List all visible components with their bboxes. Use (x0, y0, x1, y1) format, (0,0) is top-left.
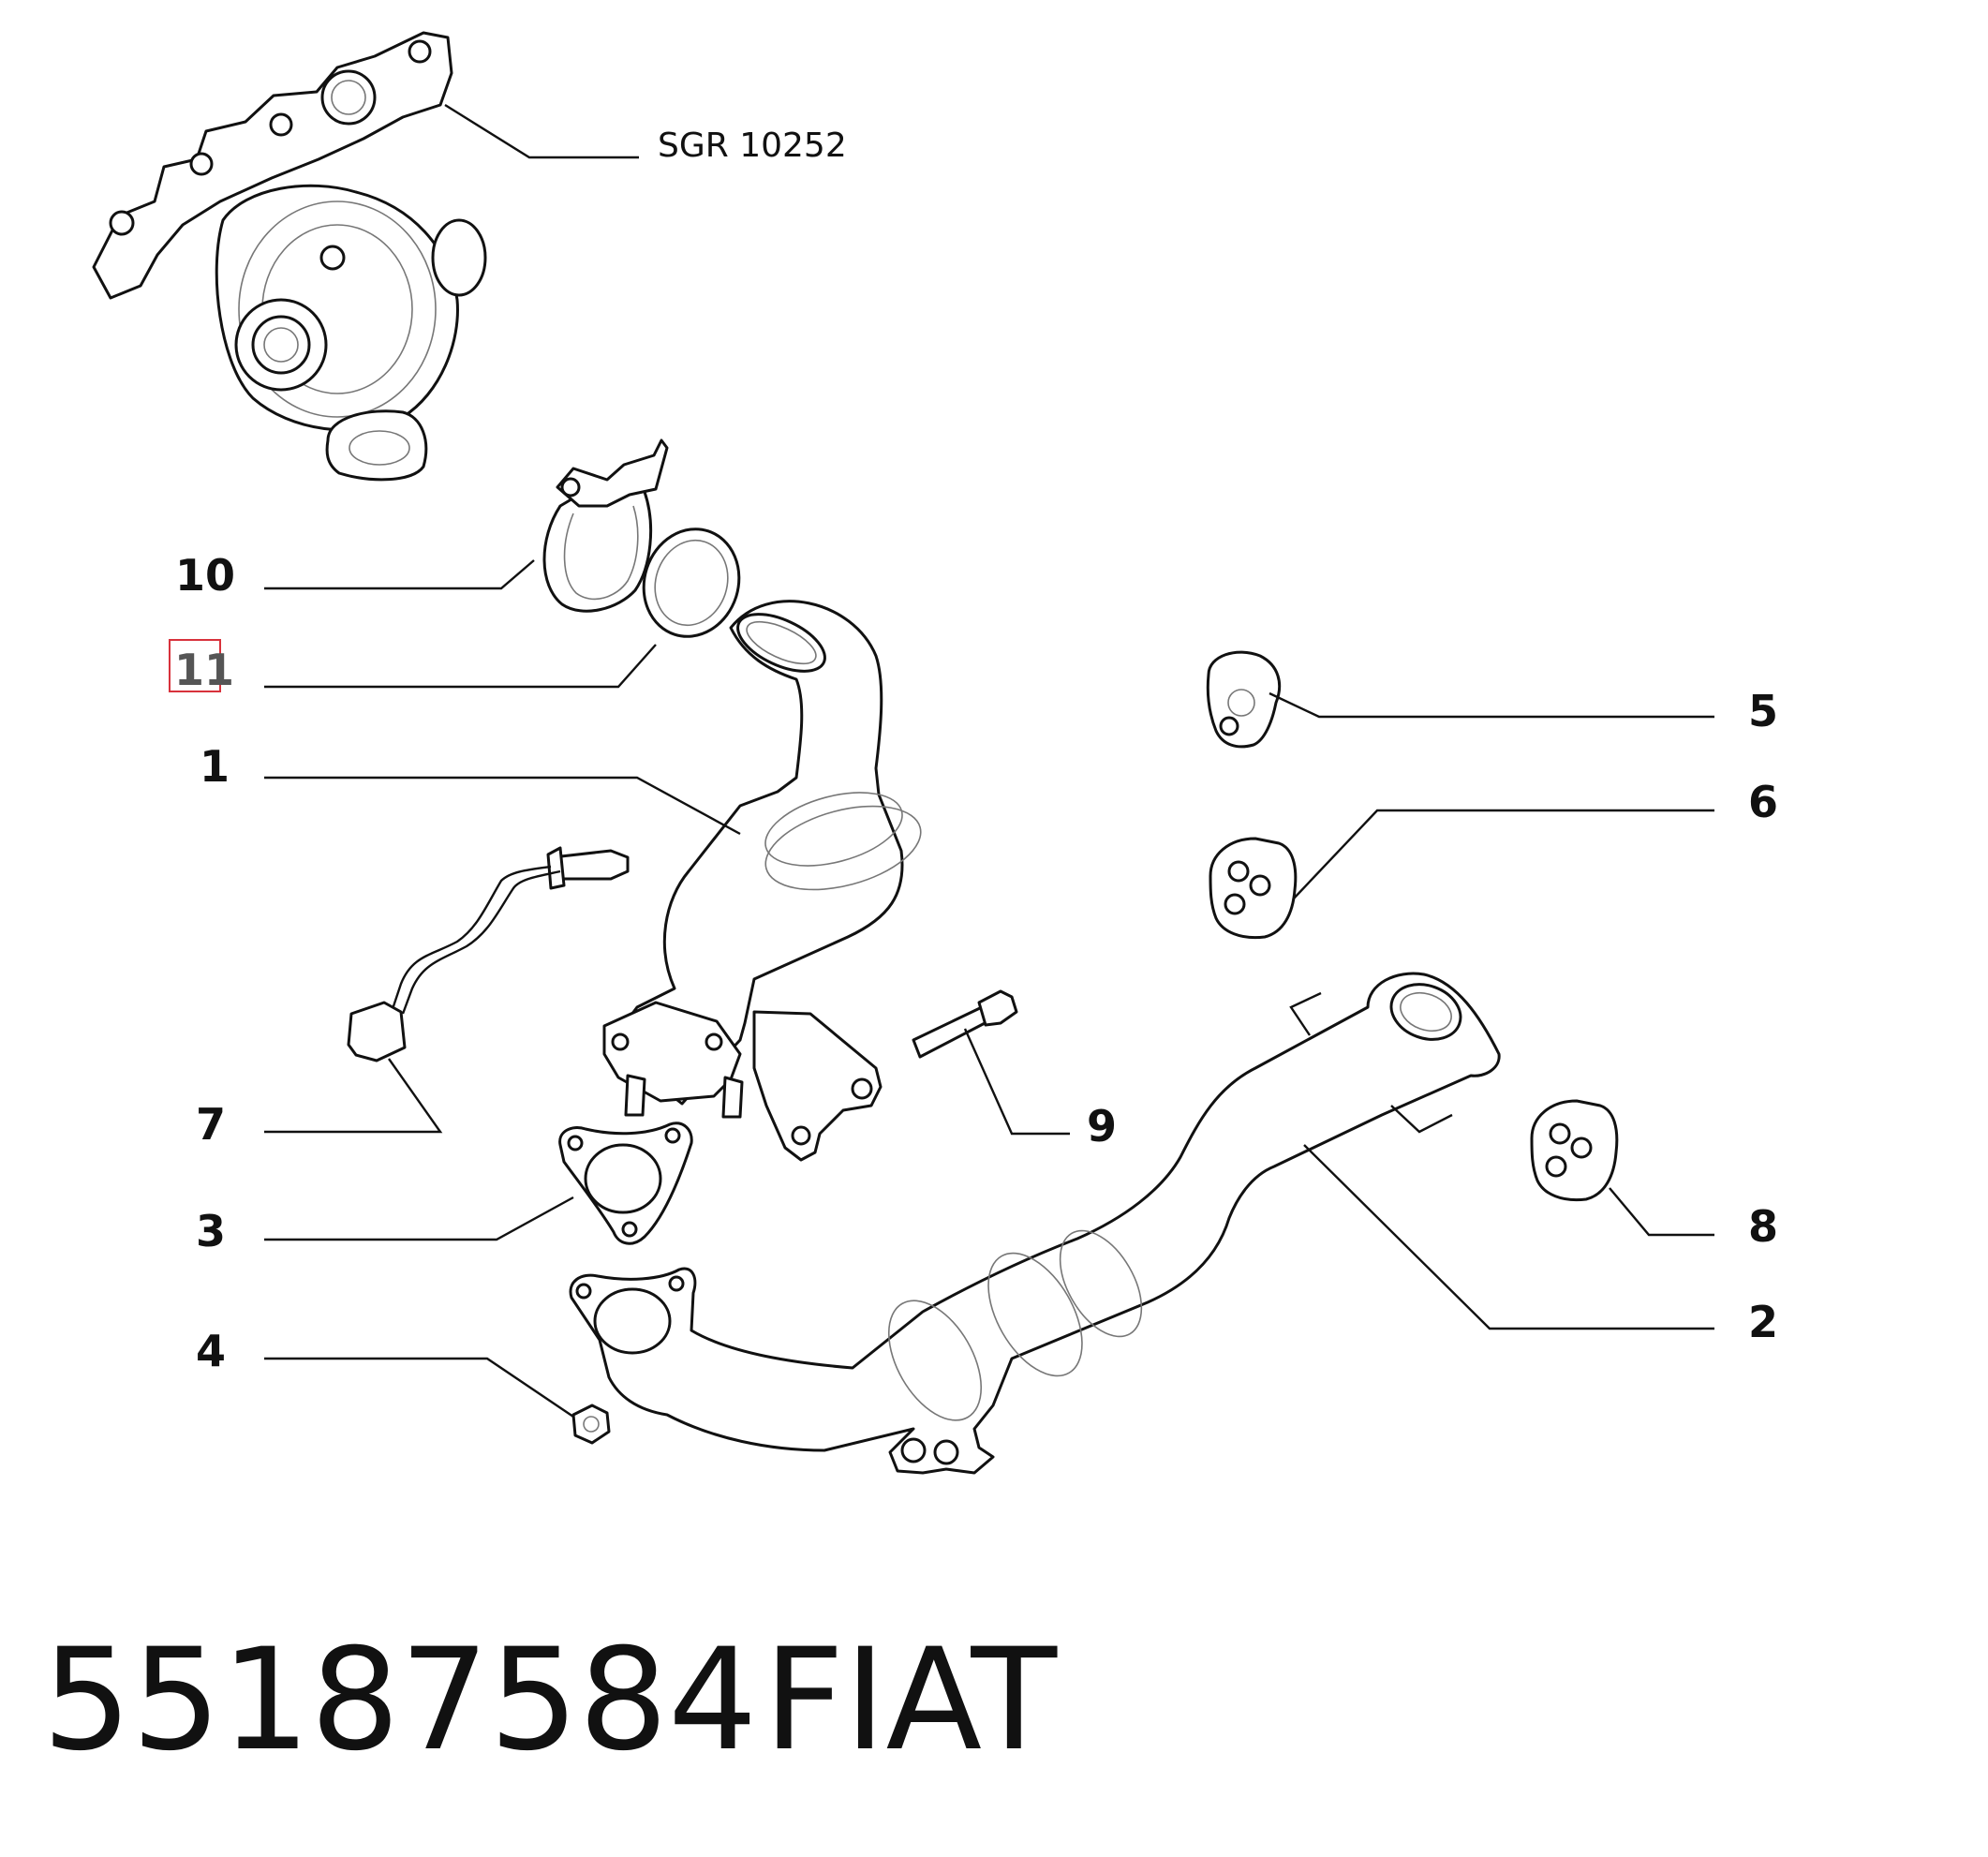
leader-6 (1292, 809, 1714, 900)
callout-9: 9 (1087, 1101, 1117, 1151)
callout-11-highlight (169, 639, 221, 692)
callout-5: 5 (1748, 686, 1778, 736)
part-number: 55187584 (42, 1619, 758, 1782)
callout-6: 6 (1748, 777, 1778, 827)
leader-4 (264, 1357, 574, 1418)
reference-label: SGR 10252 (658, 126, 847, 165)
leader-8 (1609, 1187, 1714, 1237)
part-11-gasket (642, 527, 741, 638)
callout-1: 1 (200, 741, 230, 792)
leader-2 (1303, 1144, 1714, 1330)
callout-4: 4 (196, 1326, 226, 1376)
callout-11: 11 (174, 645, 234, 695)
turbocharger-manifold-illustration (92, 31, 487, 482)
leader-9 (963, 1028, 1070, 1136)
callout-3: 3 (196, 1206, 226, 1256)
part-2-front-pipe (569, 972, 1501, 1475)
part-4-nut (571, 1404, 611, 1445)
part-3-flange-gasket (558, 1122, 693, 1245)
callout-8: 8 (1748, 1201, 1778, 1252)
callout-2: 2 (1748, 1297, 1778, 1347)
part-8-rubber-mount (1530, 1099, 1619, 1202)
leader-3 (264, 1196, 574, 1241)
part-10-clamp (542, 438, 669, 613)
part-5-hanger (1206, 650, 1282, 749)
brand-name: FIAT (764, 1619, 1058, 1782)
leader-10 (264, 559, 535, 590)
part-1-catalytic-converter (602, 600, 922, 1162)
leader-11 (264, 644, 657, 689)
part-6-rubber-mount (1209, 837, 1298, 940)
callout-7: 7 (196, 1099, 226, 1150)
callout-10: 10 (175, 550, 235, 601)
leader-5 (1268, 691, 1714, 719)
part-9-bolt (912, 989, 1018, 1059)
leader-7 (264, 1058, 443, 1134)
leader-reference (444, 103, 639, 159)
leader-1 (264, 776, 741, 836)
part-7-lambda-sensor (347, 846, 630, 1062)
